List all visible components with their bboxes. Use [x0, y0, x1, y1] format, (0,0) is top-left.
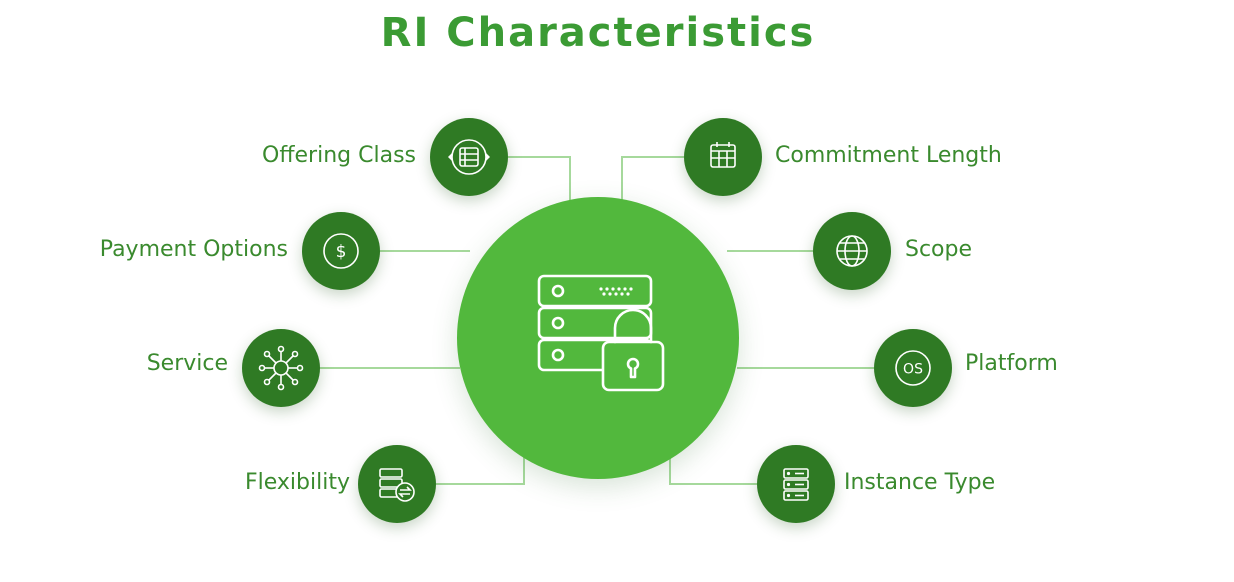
offering-class-icon [448, 139, 490, 175]
connector-flexibility [436, 455, 525, 485]
connector-commitment-length [621, 156, 684, 205]
server-rack-icon [783, 468, 809, 501]
node-service [242, 329, 320, 407]
node-commitment-length [684, 118, 762, 196]
node-flexibility [358, 445, 436, 523]
node-instance-type [757, 445, 835, 523]
label-flexibility: Flexibility [245, 470, 350, 495]
node-payment-options: $ [302, 212, 380, 290]
diagram-title: RI Characteristics [380, 10, 816, 56]
label-platform: Platform [965, 351, 1058, 376]
calendar-icon [710, 142, 736, 168]
label-service: Service [146, 351, 228, 376]
svg-text:$: $ [336, 242, 347, 262]
network-hub-icon [258, 345, 304, 391]
os-icon: OS [895, 350, 931, 386]
server-swap-icon [379, 468, 415, 502]
node-platform: OS [874, 329, 952, 407]
label-offering-class: Offering Class [262, 143, 416, 168]
dollar-icon: $ [323, 233, 359, 269]
server-lock-icon [537, 274, 665, 392]
label-instance-type: Instance Type [844, 470, 996, 495]
central-hub [457, 197, 739, 479]
globe-icon [836, 235, 868, 267]
connector-instance-type [669, 455, 757, 485]
node-scope [813, 212, 891, 290]
label-commitment-length: Commitment Length [775, 143, 1002, 168]
label-payment-options: Payment Options [99, 237, 288, 262]
connector-offering-class [508, 156, 571, 205]
label-scope: Scope [905, 237, 973, 262]
node-offering-class [430, 118, 508, 196]
svg-text:OS: OS [903, 362, 923, 378]
